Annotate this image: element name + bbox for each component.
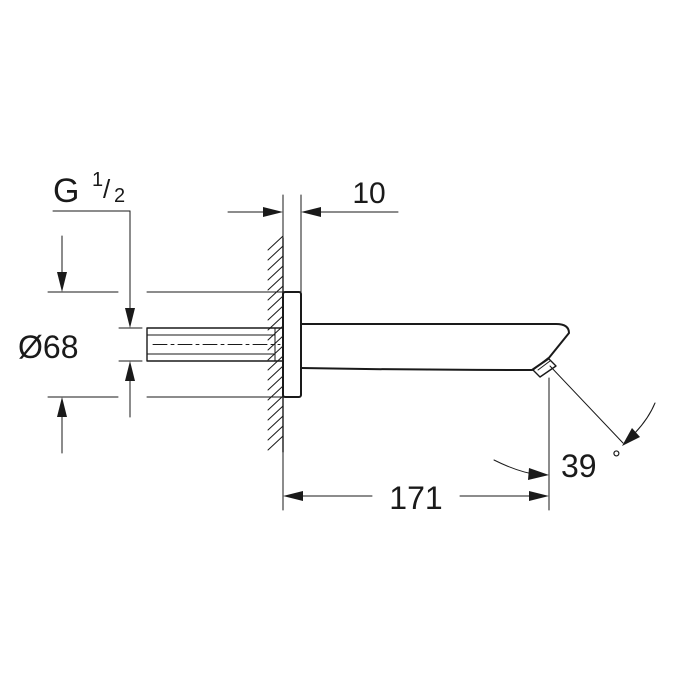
dimension-spout-length: 171 [282,377,550,516]
arrow-head [622,428,640,446]
hatch-line [267,385,284,401]
arrow-head [125,361,135,381]
dimension-outlet-angle: 39 ° [493,365,656,484]
hatch-line [267,405,284,421]
spout-length-label: 171 [389,480,442,516]
flange [282,291,302,398]
hatch-line [267,305,284,321]
spout-body [300,323,570,371]
dimension-thread: G 1 / 2 [52,169,143,418]
arrow-head [283,491,303,501]
arrow-head [528,468,549,480]
hatch-line [267,245,284,261]
hatch-line [267,235,284,251]
spout-outlet-aerator [532,357,557,378]
arrow-head [529,491,549,501]
flange-body [282,291,302,398]
outlet-angle-unit: ° [612,446,621,471]
hatch-line [267,435,284,451]
spout [300,323,570,378]
angle-arc-right [631,402,656,437]
thread-slash: / [103,174,111,204]
hatch-line [267,375,284,391]
dimension-flange-diameter: Ø68 [18,235,284,454]
arrow-head [125,308,135,328]
arrow-head [57,397,67,417]
thread-numerator: 1 [92,169,103,191]
hatch-line [267,415,284,431]
hatch-line [267,285,284,301]
hatch-line [267,295,284,311]
arrow-head [263,207,283,217]
hatch-line [267,425,284,441]
hatch-line [267,355,284,371]
spout-outlet-detail [537,360,551,371]
dimension-flange-thickness: 10 [227,177,399,293]
flange-diameter-label: Ø68 [18,329,78,365]
hatch-line [267,395,284,411]
hatch-line [267,255,284,271]
arrow-head [57,272,67,292]
thread-denominator: 2 [114,185,125,207]
hatch-line [267,365,284,381]
threaded-pipe [146,327,284,362]
angle-reference-line [549,365,624,444]
hatch-line [267,275,284,291]
flange-thickness-label: 10 [352,177,385,210]
arrow-head [301,207,321,217]
outlet-angle-label: 39 [561,448,597,484]
thread-prefix: G [53,172,79,210]
hatch-line [267,265,284,281]
